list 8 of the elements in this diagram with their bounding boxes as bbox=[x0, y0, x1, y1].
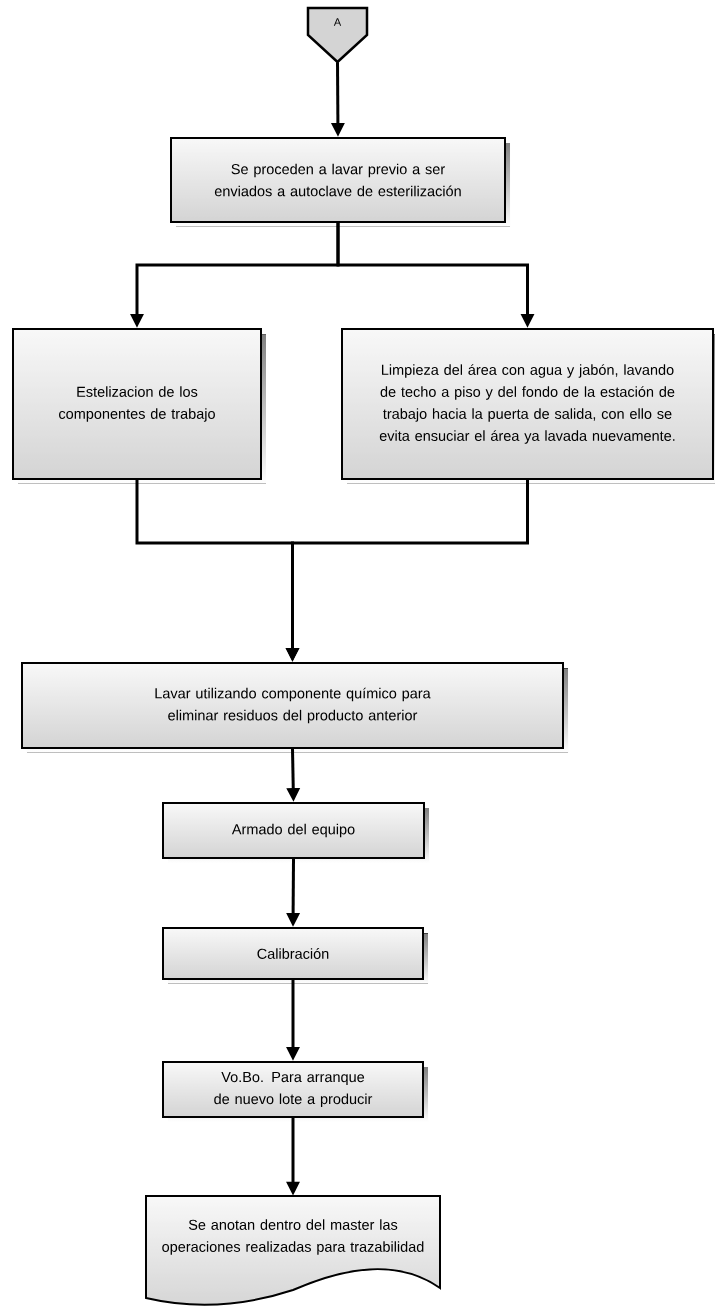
process-box: Estelizacion de los componentes de trabajo bbox=[12, 328, 266, 484]
process-box: Lavar utilizando componente químico para eliminar residuos del producto anterior bbox=[21, 662, 568, 753]
process-box: Vo.Bo. Para arranque de nuevo lote a producir bbox=[162, 1061, 428, 1122]
process-box: Limpieza del área con agua y jabón, lavando de techo a piso y del fondo de la estación de trabajo hacia la puerta de salida, con ello se evita ensuciar el área ya lavada nuevamente. bbox=[341, 328, 715, 484]
process-box: Calibración bbox=[162, 927, 428, 984]
off-page-connector: A bbox=[306, 6, 369, 64]
process-box: Se proceden a lavar previo a ser enviados a autoclave de esterilización bbox=[170, 137, 510, 227]
process-box: Armado del equipo bbox=[162, 802, 429, 863]
